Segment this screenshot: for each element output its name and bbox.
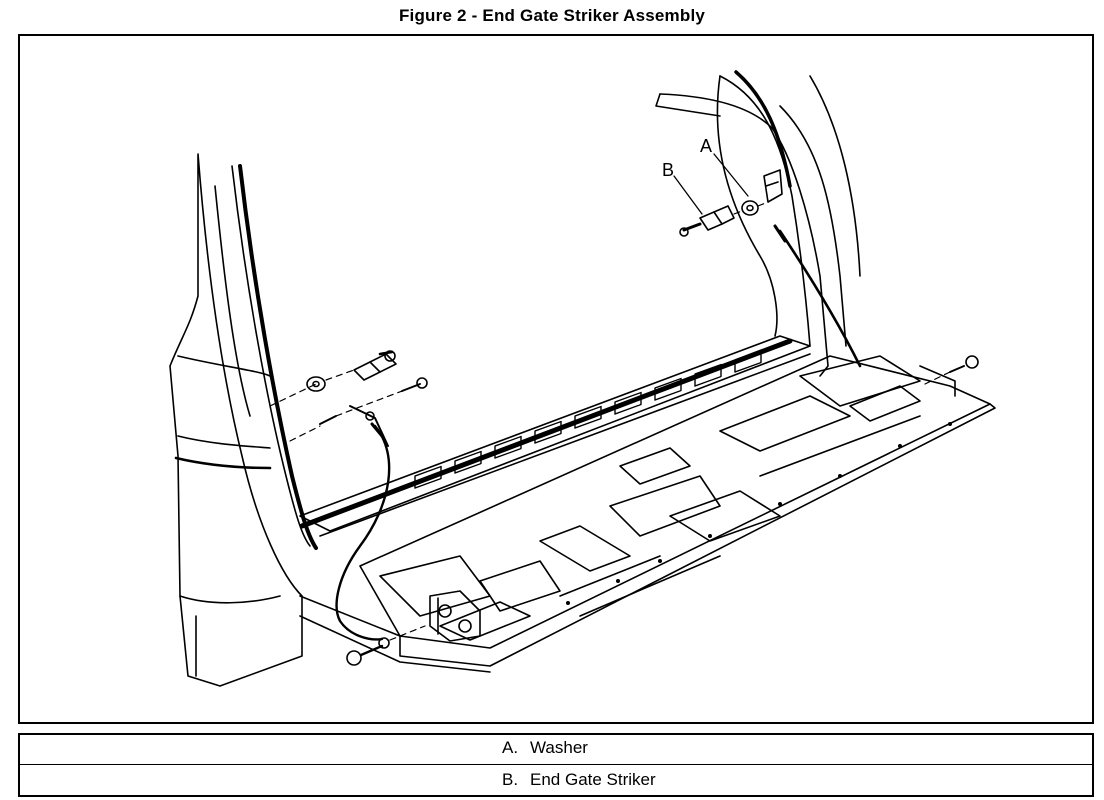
tailgate-top-rail [299,335,811,537]
right-body-pillar [655,70,861,377]
right-striker-hardware [679,169,783,237]
legend-text: Washer [530,738,588,757]
end-gate-illustration: A B [169,70,996,687]
legend-key: B. [502,770,519,789]
figure-title: Figure 2 - End Gate Striker Assembly [398,6,706,25]
left-body-pillar [169,153,318,687]
support-cable-right [773,224,862,368]
callout-a-label: A [700,136,712,156]
legend-divider [20,764,1092,765]
legend-text: End Gate Striker [530,770,656,789]
support-cable-left [335,422,391,641]
tailgate-panel [299,355,996,673]
washer-a-part [741,200,759,216]
legend-key: A. [502,738,519,757]
callout-leaders [673,153,749,215]
callout-b-label: B [662,160,674,180]
left-striker-hardware [269,350,428,447]
figure-illustration-frame: A B [18,34,1094,724]
legend-table: A. Washer B. End Gate Striker [18,733,1094,797]
lower-cable-bolt [346,625,426,666]
striker-b-part [699,211,723,231]
latch-assembly [429,590,481,642]
right-tailgate-screw [924,355,979,385]
